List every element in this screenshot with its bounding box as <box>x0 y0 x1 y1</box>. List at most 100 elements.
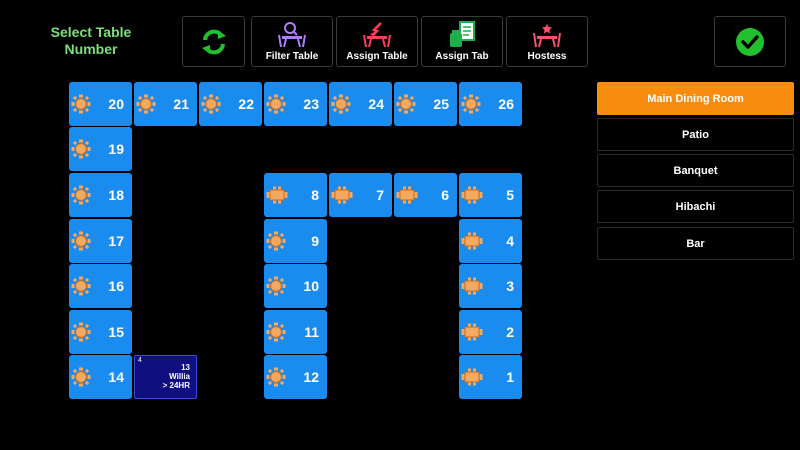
title-line-2: Number <box>64 41 118 57</box>
table-1[interactable]: 1 <box>459 355 522 399</box>
table-14[interactable]: 14 <box>69 355 132 399</box>
room-hibachi[interactable]: Hibachi <box>597 190 794 223</box>
table-number: 18 <box>108 187 124 203</box>
table-number: 6 <box>441 187 449 203</box>
table-12[interactable]: 12 <box>264 355 327 399</box>
table-4[interactable]: 4 <box>459 219 522 263</box>
table-6[interactable]: 6 <box>394 173 457 217</box>
hostess-icon <box>533 24 561 48</box>
filter-table-icon <box>278 22 306 48</box>
rect-table-icon <box>461 277 483 295</box>
table-number: 19 <box>108 141 124 157</box>
table-number: 26 <box>498 96 514 112</box>
round-table-icon <box>71 185 91 205</box>
room-label: Main Dining Room <box>647 92 744 105</box>
rect-table-icon <box>461 232 483 250</box>
hostess-button[interactable]: Hostess <box>506 16 588 67</box>
assign-tab-label: Assign Tab <box>435 51 489 62</box>
table-22[interactable]: 22 <box>199 82 262 126</box>
seated-duration: > 24HR <box>162 381 190 390</box>
rect-table-icon <box>331 186 353 204</box>
table-7[interactable]: 7 <box>329 173 392 217</box>
room-banquet[interactable]: Banquet <box>597 154 794 187</box>
table-number: 7 <box>376 187 384 203</box>
table-24[interactable]: 24 <box>329 82 392 126</box>
table-13-occupied[interactable]: 4 13 Willia > 24HR <box>134 355 197 399</box>
table-26[interactable]: 26 <box>459 82 522 126</box>
round-table-icon <box>71 231 91 251</box>
guest-count: 4 <box>138 357 142 364</box>
assign-table-icon <box>363 22 391 48</box>
round-table-icon <box>331 94 351 114</box>
title-line-1: Select Table <box>50 24 132 40</box>
table-20[interactable]: 20 <box>69 82 132 126</box>
table-5[interactable]: 5 <box>459 173 522 217</box>
rect-table-icon <box>396 186 418 204</box>
confirm-button[interactable] <box>714 16 786 67</box>
round-table-icon <box>396 94 416 114</box>
table-17[interactable]: 17 <box>69 219 132 263</box>
rect-table-icon <box>266 186 288 204</box>
round-table-icon <box>266 322 286 342</box>
table-15[interactable]: 15 <box>69 310 132 354</box>
table-number: 5 <box>506 187 514 203</box>
table-number: 25 <box>433 96 449 112</box>
round-table-icon <box>266 231 286 251</box>
round-table-icon <box>136 94 156 114</box>
room-patio[interactable]: Patio <box>597 118 794 151</box>
room-main-dining[interactable]: Main Dining Room <box>597 82 794 115</box>
hostess-label: Hostess <box>527 51 567 62</box>
table-number: 16 <box>108 278 124 294</box>
occupied-info: 13 Willia > 24HR <box>163 363 190 390</box>
round-table-icon <box>71 276 91 296</box>
table-number: 9 <box>311 233 319 249</box>
assign-tab-icon <box>450 21 475 47</box>
assign-table-label: Assign Table <box>346 51 408 62</box>
table-number: 1 <box>506 369 514 385</box>
room-bar[interactable]: Bar <box>597 227 794 260</box>
occupied-table-number: 13 <box>181 363 190 372</box>
table-11[interactable]: 11 <box>264 310 327 354</box>
filter-table-button[interactable]: Filter Table <box>251 16 333 67</box>
round-table-icon <box>71 94 91 114</box>
round-table-icon <box>266 276 286 296</box>
table-23[interactable]: 23 <box>264 82 327 126</box>
round-table-icon <box>461 94 481 114</box>
table-number: 8 <box>311 187 319 203</box>
table-21[interactable]: 21 <box>134 82 197 126</box>
table-3[interactable]: 3 <box>459 264 522 308</box>
round-table-icon <box>71 322 91 342</box>
rect-table-icon <box>461 368 483 386</box>
filter-table-label: Filter Table <box>265 51 319 62</box>
assign-tab-button[interactable]: Assign Tab <box>421 16 503 67</box>
room-label: Hibachi <box>675 200 716 213</box>
table-2[interactable]: 2 <box>459 310 522 354</box>
table-9[interactable]: 9 <box>264 219 327 263</box>
table-10[interactable]: 10 <box>264 264 327 308</box>
table-number: 15 <box>108 324 124 340</box>
refresh-button[interactable] <box>182 16 245 67</box>
table-18[interactable]: 18 <box>69 173 132 217</box>
round-table-icon <box>71 139 91 159</box>
round-table-icon <box>266 367 286 387</box>
round-table-icon <box>266 94 286 114</box>
table-number: 12 <box>303 369 319 385</box>
page-title: Select Table Number <box>8 24 174 58</box>
rect-table-icon <box>461 186 483 204</box>
table-number: 14 <box>108 369 124 385</box>
table-number: 20 <box>108 96 124 112</box>
checkmark-icon <box>736 27 764 56</box>
table-number: 22 <box>238 96 254 112</box>
server-name: Willia <box>169 372 190 381</box>
table-16[interactable]: 16 <box>69 264 132 308</box>
table-19[interactable]: 19 <box>69 127 132 171</box>
room-label: Banquet <box>673 164 718 177</box>
table-8[interactable]: 8 <box>264 173 327 217</box>
table-number: 21 <box>173 96 189 112</box>
table-25[interactable]: 25 <box>394 82 457 126</box>
table-number: 23 <box>303 96 319 112</box>
table-number: 2 <box>506 324 514 340</box>
refresh-icon <box>201 29 226 54</box>
round-table-icon <box>201 94 221 114</box>
assign-table-button[interactable]: Assign Table <box>336 16 418 67</box>
